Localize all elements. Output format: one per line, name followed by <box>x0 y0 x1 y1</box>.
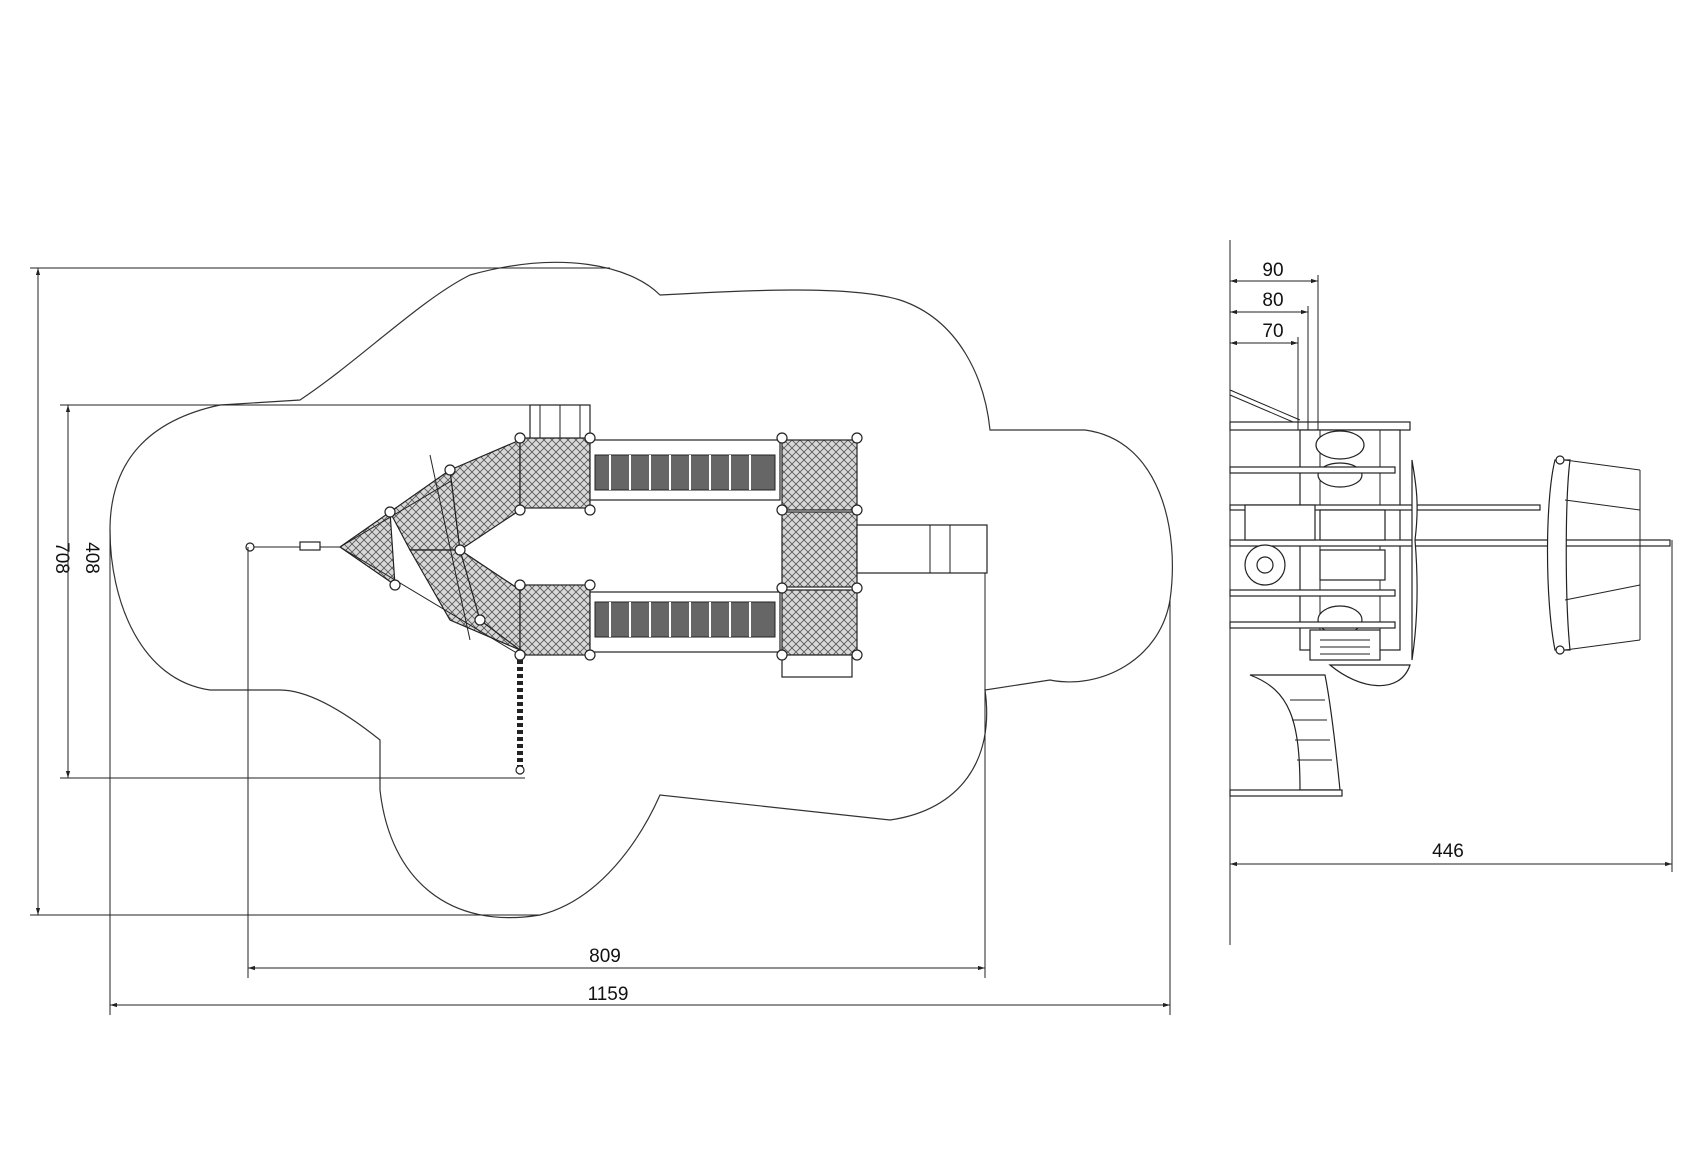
dim-label-overall-width: 1159 <box>588 984 629 1005</box>
dim-label-height-70: 70 <box>1262 321 1283 342</box>
safety-zone-outline <box>109 261 1173 919</box>
dimension-height-80: 80 <box>1230 290 1309 430</box>
side-structure <box>1229 389 1671 797</box>
dimension-structure-width: 809 <box>247 547 986 978</box>
dimension-height-70: 70 <box>1230 321 1299 430</box>
dim-label-height-90: 90 <box>1262 260 1283 281</box>
dim-label-height-80: 80 <box>1262 290 1283 311</box>
dimension-overall-width: 1159 <box>109 530 1171 1015</box>
spinner-sail <box>1540 455 1670 655</box>
dimension-overall-length: 446 <box>1230 540 1673 872</box>
dim-label-structure-width: 809 <box>589 946 621 967</box>
play-structure <box>245 404 988 775</box>
side-view: 90 80 70 446 <box>1229 240 1673 945</box>
dimension-height-90: 90 <box>1230 260 1319 430</box>
dim-label-structure-depth: 408 <box>81 542 102 574</box>
dimension-structure-depth: 408 <box>60 404 530 779</box>
top-view: 1159 809 708 408 <box>30 261 1173 1015</box>
dim-label-overall-length: 446 <box>1432 841 1464 862</box>
dim-label-overall-depth: 708 <box>51 542 72 574</box>
